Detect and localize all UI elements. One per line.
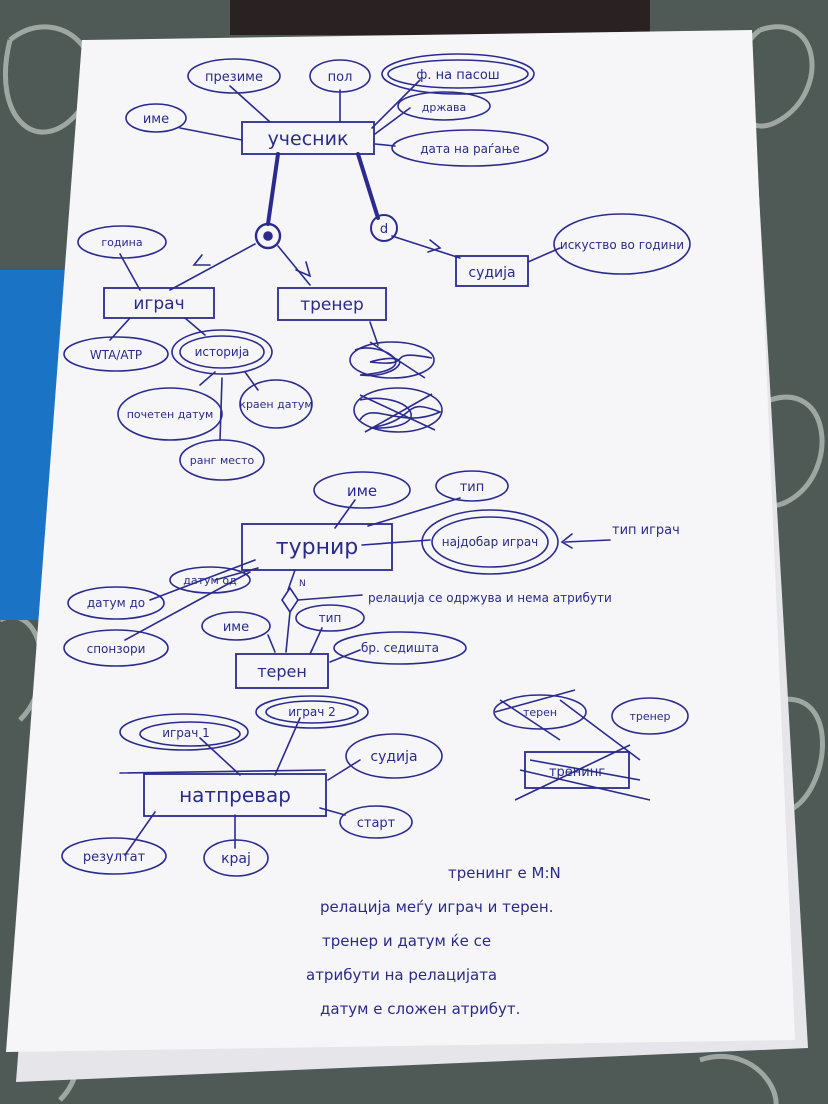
note-line3: тренер и датум ќе се: [322, 932, 491, 950]
attr-tip-turnir: тип: [460, 480, 485, 495]
attr-ime-uchesnik: име: [143, 112, 169, 127]
attr-iskustvo: искуство во години: [560, 238, 684, 252]
attr-pol: пол: [328, 70, 353, 85]
attr-kraen-datum: краен датум: [239, 398, 312, 411]
entity-natprevar: натпревар: [179, 783, 291, 807]
relation-n-label: N: [299, 579, 306, 589]
scribbled-attributes: [349, 341, 651, 801]
attr-start: старт: [357, 816, 396, 831]
attr-ime-teren: име: [223, 620, 249, 635]
entity-uchesnik: учесник: [268, 128, 349, 150]
attr-teren-crossed: терен: [523, 706, 557, 719]
note-line5: датум е сложен атрибут.: [320, 1000, 520, 1018]
attr-godina: година: [101, 236, 142, 249]
entity-turnir: турнир: [276, 535, 358, 560]
attr-igrach1: играч 1: [162, 726, 210, 740]
attr-prezime: презиме: [205, 70, 263, 85]
entity-trening: тренинг: [549, 765, 605, 780]
attr-drzhava: држава: [422, 101, 466, 114]
note-line4: атрибути на релацијата: [306, 966, 497, 984]
entity-sudija: судија: [468, 265, 515, 281]
attr-wta-atp: WTA/ATP: [90, 348, 142, 362]
attr-datum-od: датум од: [183, 574, 237, 587]
attr-igrach2: играч 2: [288, 705, 336, 719]
disjoint-d-label: d: [380, 222, 388, 237]
attr-tip-teren: тип: [319, 611, 342, 625]
attr-f-na-pasosh: ф. на пасош: [416, 68, 499, 83]
attr-rezultat: резултат: [83, 850, 146, 865]
attr-ime-turnir: име: [347, 482, 377, 500]
entity-trener: тренер: [300, 295, 364, 315]
note-line2: релација меѓу играч и терен.: [320, 898, 553, 916]
attr-sudija-natprevar: судија: [370, 749, 417, 765]
attr-kraj: крај: [221, 851, 251, 867]
attr-datum-ragjanje: дата на раѓање: [420, 142, 520, 156]
attr-pocheten-datum: почетен датум: [127, 408, 214, 421]
entity-teren: терен: [257, 662, 307, 681]
note-tip-igrach: тип играч: [612, 523, 680, 538]
attr-br-sedishta: бр. седишта: [361, 641, 439, 655]
attr-rang-mesto: ранг место: [190, 454, 255, 467]
entity-igrach: играч: [133, 294, 184, 314]
attr-datum-do: датум до: [87, 596, 145, 610]
attr-sponzori: спонзори: [87, 642, 146, 656]
attr-istorija: историја: [195, 345, 250, 359]
note-line1: тренинг е M:N: [448, 864, 561, 882]
note-relacija: релација се одржува и нема атрибути: [368, 591, 612, 605]
attr-najdobar-igrach: најдобар играч: [442, 535, 539, 549]
attr-trener-crossed: тренер: [629, 710, 670, 723]
